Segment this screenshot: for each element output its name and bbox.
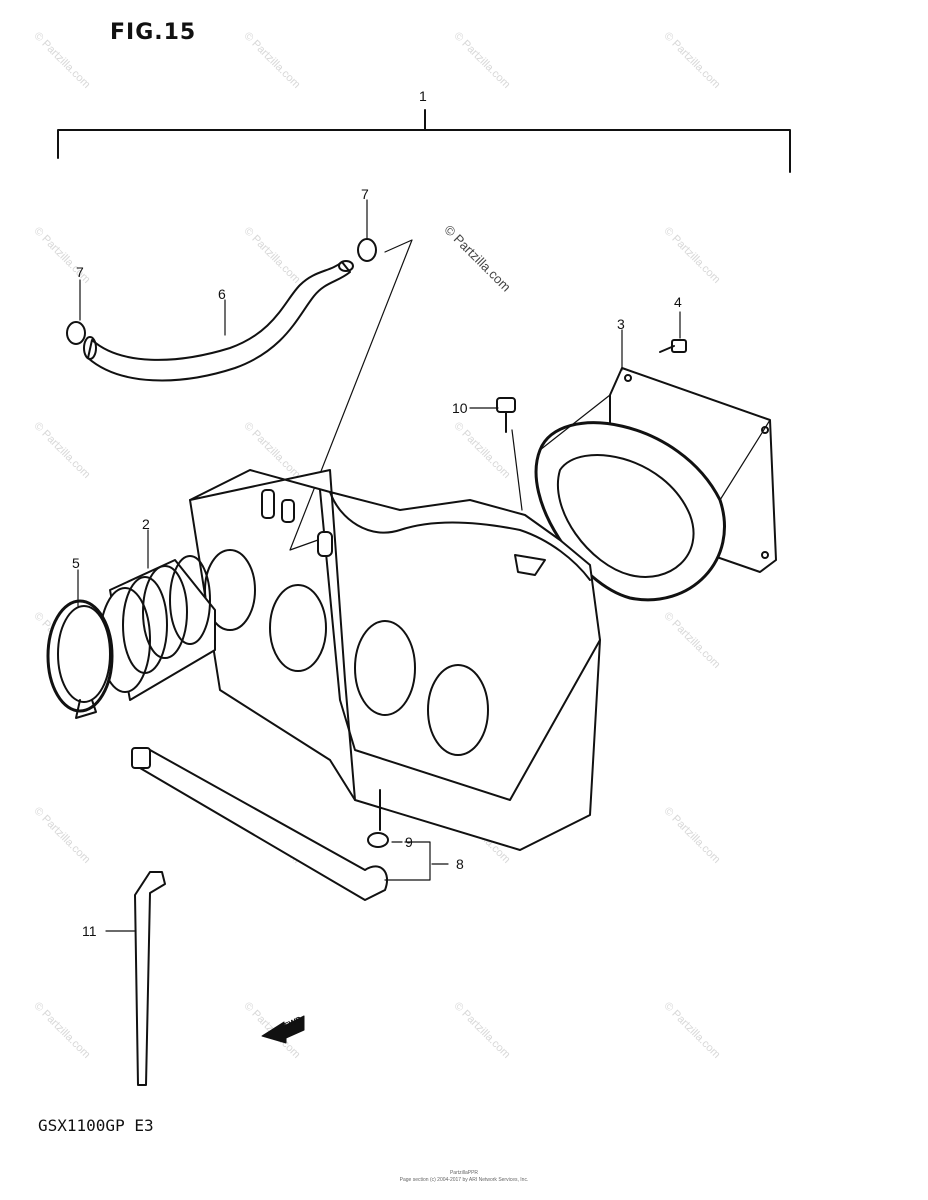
forward-arrow-icon bbox=[261, 1015, 305, 1044]
hose-leader-line bbox=[289, 239, 413, 551]
air-cleaner-case bbox=[189, 469, 601, 851]
callout-7-top: 7 bbox=[361, 186, 369, 202]
filter-screw bbox=[659, 339, 687, 353]
callout-4: 4 bbox=[674, 294, 682, 310]
page-footer: PartzillaPPR Page section (c) 2004-2017 … bbox=[0, 1170, 928, 1184]
model-code: GSX1100GP E3 bbox=[38, 1116, 154, 1135]
drain-bolt bbox=[496, 397, 523, 511]
drain-tube bbox=[131, 747, 388, 901]
tool-rod bbox=[134, 871, 166, 1086]
footer-line-1: PartzillaPPR bbox=[449, 1170, 479, 1176]
callout-6: 6 bbox=[218, 286, 226, 302]
drain-clip bbox=[367, 832, 389, 848]
callout-8: 8 bbox=[456, 856, 464, 872]
intake-boot bbox=[99, 555, 216, 701]
hose-clamp bbox=[66, 238, 377, 345]
figure-title: FIG.15 bbox=[110, 20, 197, 45]
footer-line-2: Page section (c) 2004-2017 by ARI Networ… bbox=[399, 1177, 529, 1183]
boot-clamp bbox=[46, 599, 114, 719]
callout-9: 9 bbox=[405, 834, 413, 850]
callout-10: 10 bbox=[452, 400, 468, 416]
leader-lines bbox=[77, 199, 681, 932]
callout-11: 11 bbox=[82, 923, 97, 939]
callout-2: 2 bbox=[142, 516, 150, 532]
callout-7-left: 7 bbox=[76, 264, 84, 280]
callout-5: 5 bbox=[72, 555, 80, 571]
callout-3: 3 bbox=[617, 316, 625, 332]
breather-hose bbox=[83, 260, 354, 382]
assembly-bracket bbox=[57, 109, 791, 173]
callout-1: 1 bbox=[419, 88, 427, 104]
air-filter-element bbox=[534, 367, 777, 602]
